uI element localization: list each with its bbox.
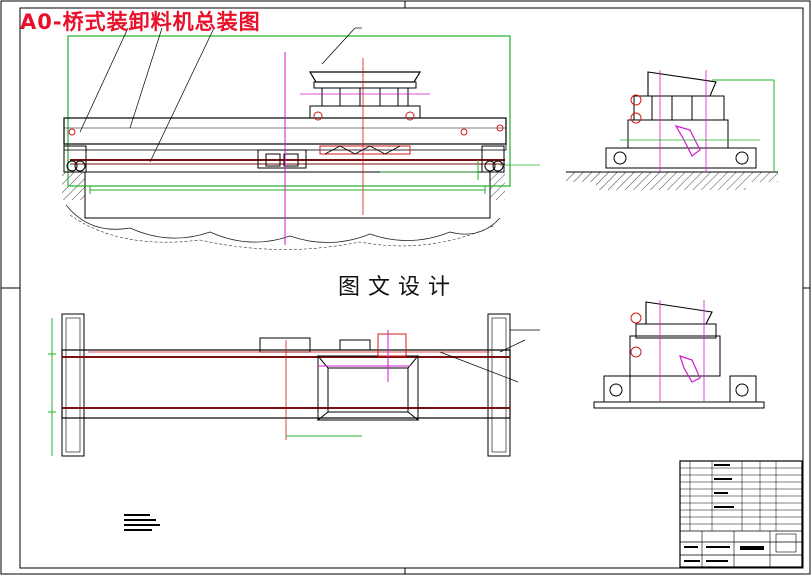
- side-elevation: [566, 70, 778, 190]
- watermark-text: 图文设计: [338, 275, 458, 300]
- dimension-frame: [67, 35, 511, 187]
- front-elevation: [62, 27, 540, 250]
- end-view: [593, 300, 765, 409]
- title-block: [679, 460, 803, 568]
- drawing-title: A0-桥式装卸料机总装图: [20, 10, 261, 34]
- hopper: [308, 71, 422, 83]
- plan-view: [48, 313, 540, 531]
- notes-block: [124, 514, 160, 531]
